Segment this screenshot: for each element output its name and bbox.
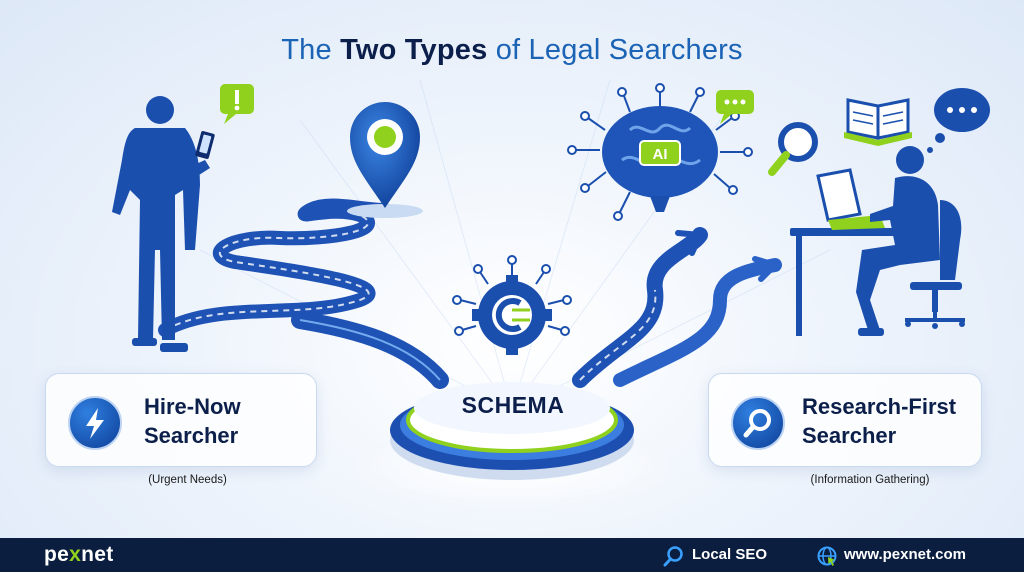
alert-bubble-icon [220, 84, 254, 124]
thought-bubble-icon [927, 88, 990, 153]
research-first-label: Research-First Searcher [802, 392, 956, 450]
brand-logo[interactable]: pexnet [44, 543, 114, 567]
standing-person-icon [112, 96, 215, 352]
schema-gear-icon [452, 255, 572, 355]
globe-icon [817, 546, 837, 566]
left-road [158, 198, 449, 389]
schema-platform [342, 382, 682, 510]
brand-part-1: pe [44, 543, 70, 566]
search-icon [663, 546, 683, 567]
open-book-icon [844, 98, 912, 146]
schema-label: SCHEMA [461, 392, 565, 418]
magnifier-icon [768, 122, 818, 176]
ai-brain-icon [567, 83, 753, 221]
chat-bubble-icon [716, 90, 754, 124]
desk-person-icon [790, 146, 965, 336]
research-first-caption: (Information Gathering) [810, 474, 930, 486]
title-part-1: The [281, 34, 341, 66]
brand-part-2: net [81, 543, 114, 566]
footer-bar: pexnet Local SEO www.pexnet.com [0, 538, 1024, 572]
brand-part-x: x [69, 543, 82, 566]
local-seo-link[interactable]: Local SEO [692, 546, 768, 563]
hire-now-line-1: Hire-Now [144, 394, 241, 419]
hire-now-label: Hire-Now Searcher [144, 392, 241, 450]
ai-badge-label: AI [653, 146, 668, 163]
page-title: The Two Types of Legal Searchers [0, 34, 1024, 67]
website-link[interactable]: www.pexnet.com [844, 546, 966, 563]
title-part-2: Two Types [340, 34, 488, 66]
research-first-line-2: Searcher [802, 423, 897, 448]
location-pin-icon [347, 102, 423, 218]
hire-now-caption: (Urgent Needs) [148, 474, 227, 486]
magnifier-icon [731, 396, 785, 450]
research-first-card: Research-First Searcher [708, 373, 982, 467]
research-first-line-1: Research-First [802, 394, 957, 419]
right-roads [572, 227, 782, 388]
hire-now-line-2: Searcher [144, 423, 239, 448]
hire-now-card: Hire-Now Searcher [45, 373, 317, 467]
lightning-bolt-icon [68, 396, 122, 450]
title-part-3: of Legal Searchers [487, 34, 743, 66]
